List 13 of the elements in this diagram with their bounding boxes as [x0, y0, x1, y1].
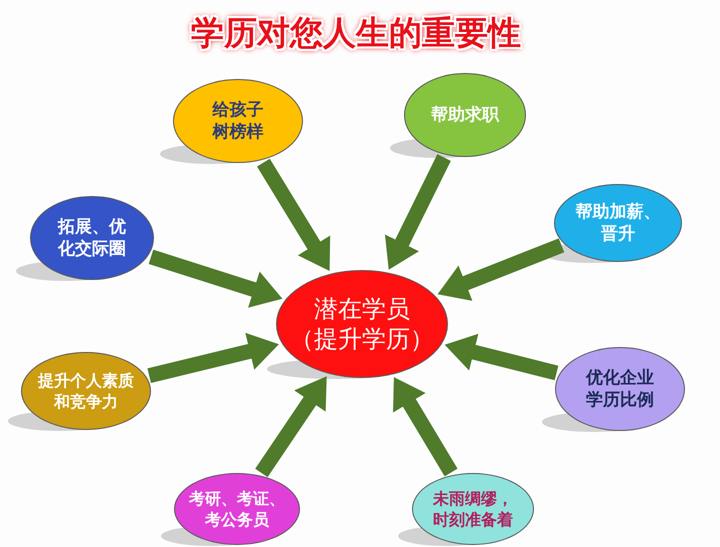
arrow [442, 334, 558, 380]
center-ellipse: 潜在学员（提升学历） [276, 270, 448, 378]
topic-ellipse: 提升个人素质和竞争力 [21, 352, 151, 430]
topic-ellipse: 未雨绸缪，时刻准备着 [412, 473, 534, 545]
arrow [148, 250, 285, 308]
topic-ellipse: 帮助加薪、晋升 [554, 184, 682, 262]
title: 学历对您人生的重要性 [191, 12, 521, 54]
topic-ellipse: 帮助求职 [404, 73, 526, 157]
topic-ellipse: 优化企业学历比例 [555, 347, 685, 431]
topic-ellipse: 拓展、优化交际圈 [30, 196, 154, 280]
topic-ellipse: 给孩子树榜样 [173, 79, 303, 163]
arrow [147, 332, 281, 383]
topic-ellipse: 考研、考证、考公务员 [174, 473, 300, 545]
